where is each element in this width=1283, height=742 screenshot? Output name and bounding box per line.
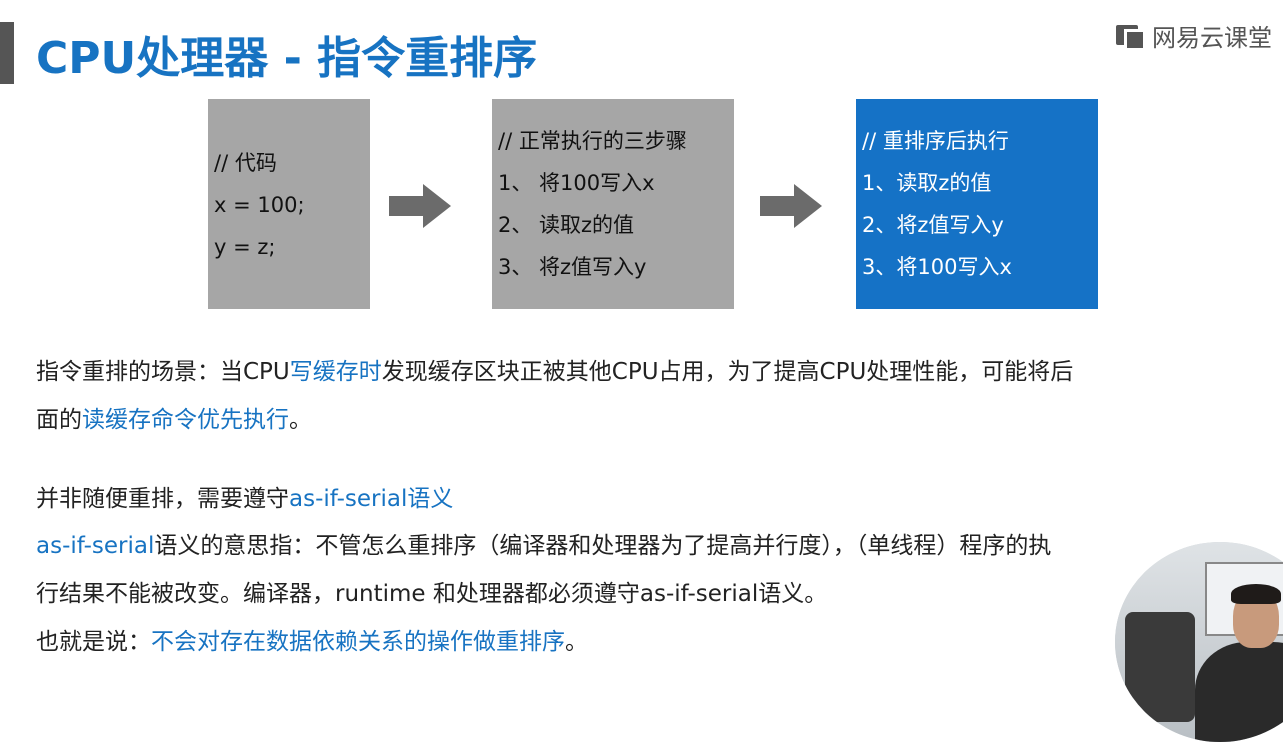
normal-line: // 正常执行的三步骤 — [498, 129, 687, 153]
code-line: x = 100; — [214, 193, 305, 217]
paragraph-scenario-line1: 指令重排的场景：当CPU写缓存时发现缓存区块正被其他CPU占用，为了提高CPU处… — [36, 359, 1074, 385]
code-box: // 代码 x = 100; y = z; — [208, 99, 370, 309]
normal-execution-box: // 正常执行的三步骤 1、 将100写入x 2、 读取z的值 3、 将z值写入… — [492, 99, 734, 309]
code-line: y = z; — [214, 235, 276, 259]
reordered-line: // 重排序后执行 — [862, 129, 1009, 153]
code-line: // 代码 — [214, 151, 277, 175]
brand-logo: 网易云课堂 — [1116, 18, 1272, 53]
logo-icon — [1116, 23, 1144, 49]
normal-line: 3、 将z值写入y — [498, 255, 647, 279]
reordered-line: 3、将100写入x — [862, 255, 1012, 279]
paragraph-scenario-line2: 面的读缓存命令优先执行。 — [36, 407, 312, 433]
reordered-line: 2、将z值写入y — [862, 213, 1004, 237]
arrow-right-icon — [389, 184, 451, 228]
reordered-line: 1、读取z的值 — [862, 171, 992, 195]
normal-line: 1、 将100写入x — [498, 171, 655, 195]
paragraph-summary: 也就是说：不会对存在数据依赖关系的操作做重排序。 — [36, 629, 588, 655]
paragraph-definition-line2: 行结果不能被改变。编译器，runtime 和处理器都必须遵守as-if-seri… — [36, 581, 828, 607]
arrow-right-icon — [760, 184, 822, 228]
slide-title: CPU处理器 - 指令重排序 — [36, 33, 538, 84]
logo-text: 网易云课堂 — [1152, 24, 1272, 52]
reordered-execution-box: // 重排序后执行 1、读取z的值 2、将z值写入y 3、将100写入x — [856, 99, 1098, 309]
presenter-webcam — [1115, 542, 1283, 742]
title-accent-bar — [0, 22, 14, 84]
paragraph-definition-line1: as-if-serial语义的意思指：不管怎么重排序（编译器和处理器为了提高并行… — [36, 533, 1052, 559]
normal-line: 2、 读取z的值 — [498, 213, 635, 237]
paragraph-rule: 并非随便重排，需要遵守as-if-serial语义 — [36, 486, 454, 512]
